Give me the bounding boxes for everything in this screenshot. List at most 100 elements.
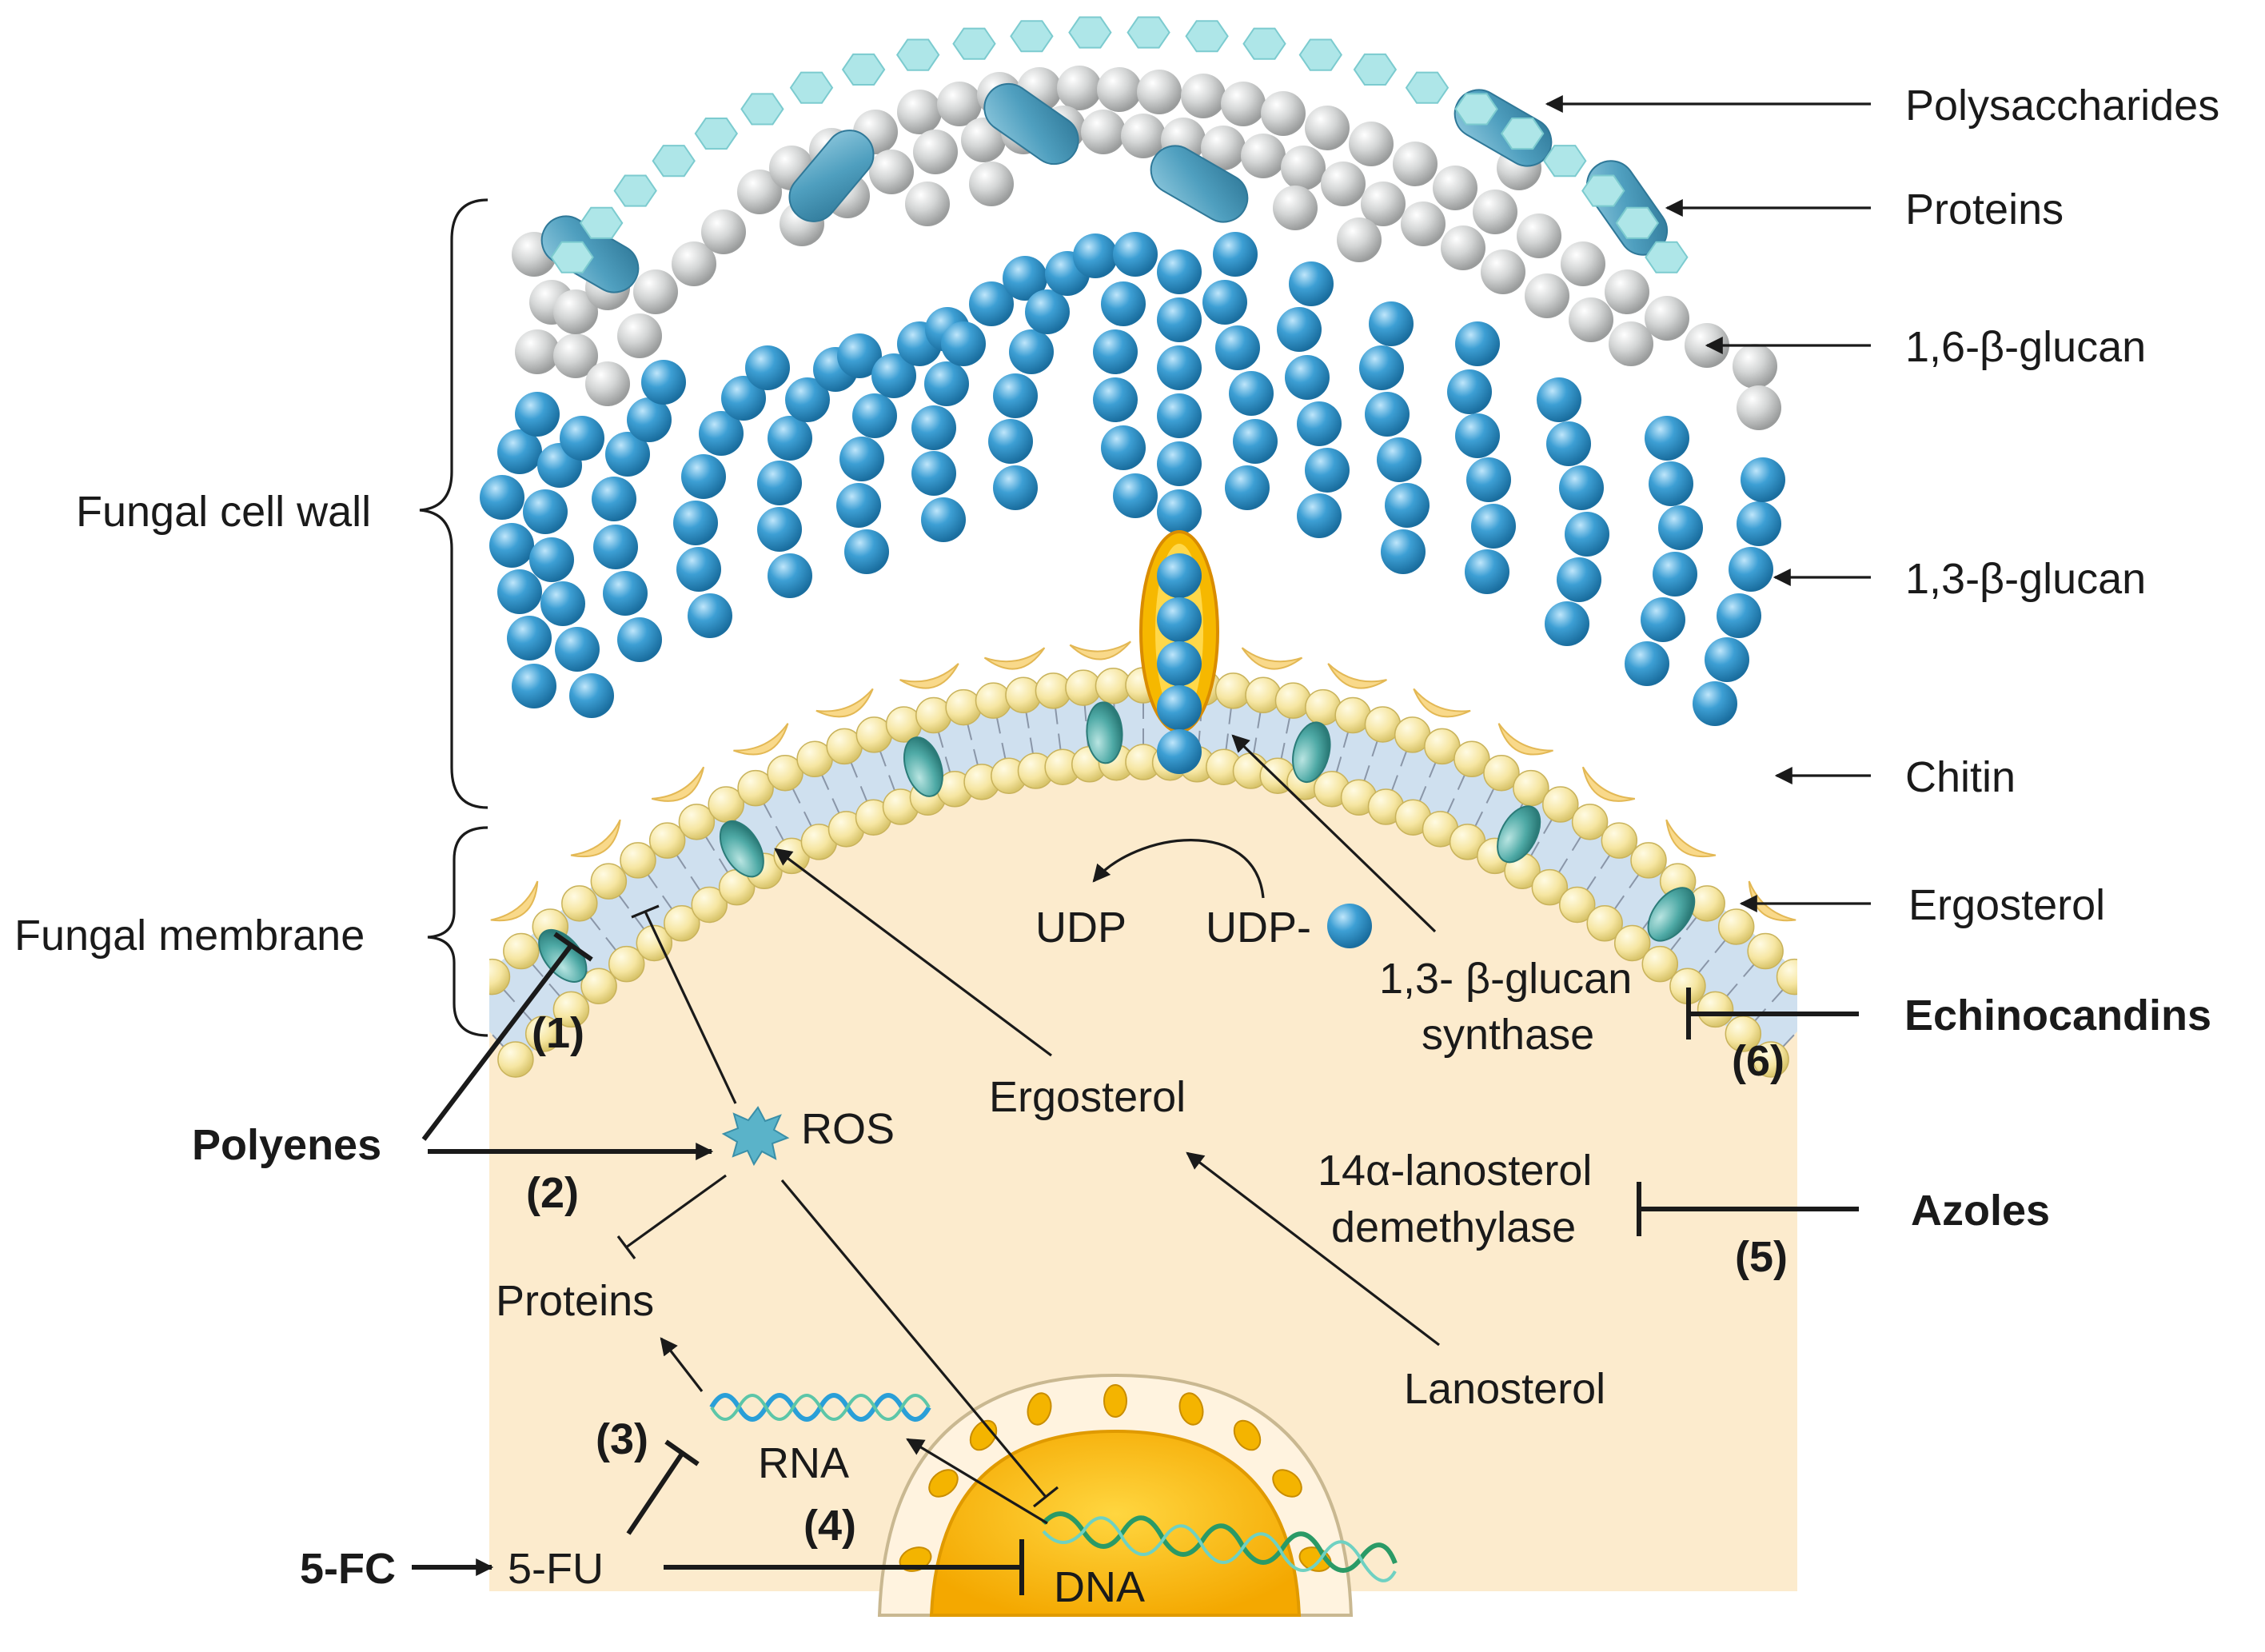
glucan-13-ball [1157,489,1202,534]
polysaccharide-hexagon [952,27,996,60]
lipid-head [552,991,590,1028]
glucan-16-ball [961,118,1006,162]
ergosterol-oval [903,736,943,797]
chitin-crescent [411,952,466,1005]
glucan-13-ball [1202,280,1247,325]
ergosterol-oval [1292,721,1331,784]
glucan-13-ball [540,581,585,626]
lipid-head [1513,769,1549,807]
chitin-layer [411,640,1796,1005]
glucan-13-ball [1559,465,1604,510]
glucan-13-ball [768,416,812,461]
label-glucan-16: 1,6-β-glucan [1905,323,2146,371]
lipid-head [445,986,481,1021]
polysaccharide-hexagon [1068,16,1112,49]
glucan-13-ball [1381,529,1426,574]
polysaccharide-hexagon [1185,20,1229,53]
lipid-head [620,842,656,879]
drug-lines [412,932,1859,1595]
glucan-13-ball [1737,501,1781,546]
glucan-13-ball [1003,256,1047,301]
ros-star-icon [721,1106,790,1167]
glucan-16-ball [1057,66,1102,110]
glucan-13-ball [515,392,560,437]
cell-wall-brace [419,198,488,809]
glucan-13-ball [1645,416,1689,461]
nuclear-pore [1103,1384,1127,1418]
glucan-13-ball [1289,261,1334,306]
glucan-13-ball [1157,641,1202,686]
lipid-head [678,804,716,840]
glucan-13-ball [688,593,732,638]
glucan-13-ball [489,523,534,568]
glucan-13-ball [1093,377,1138,422]
glucan-13-ball [605,432,650,477]
glucan-13-ball [593,525,638,569]
glucan-13-ball [1101,281,1146,326]
lipid-head [1697,991,1734,1028]
chitin-crescent [651,766,705,802]
label-glucan-13: 1,3-β-glucan [1905,555,2146,603]
glucan-13-ball [871,353,916,398]
lipid-head [648,822,686,859]
glucan-16-ball [1181,74,1226,118]
glucan-16-ball [553,289,598,334]
labels: Polysaccharides Proteins 1,6-β-glucan 1,… [14,82,2219,1611]
glucan-16-ball [1337,217,1382,262]
label-demethylase-2: demethylase [1331,1203,1576,1251]
glucan-13-ball [1297,493,1342,538]
glucan-13-ball [1113,232,1158,277]
glucan-16-ball [1737,385,1781,430]
glucan-13-ball [721,376,766,421]
lipid-head [1454,740,1490,778]
chitin-crescent [1069,640,1131,660]
glucan-16-ball [913,130,958,174]
lipid-head [1630,842,1667,879]
label-proteins-wall: Proteins [1905,186,2064,233]
chitin-crescent [1497,723,1553,756]
label-demethylase-1: 14α-lanosterol [1318,1147,1592,1195]
glucan-13-ball [617,617,662,662]
glucan-13-ball [1369,301,1414,346]
glucan-13-ball [1157,441,1202,486]
nuclear-pores [899,1384,1332,1572]
glucan-16-ball [1561,241,1605,286]
glucan-13-ball [768,553,812,598]
dna-helix [1041,1511,1398,1582]
glucan-13-ball [1229,371,1274,416]
glucan-13-ball [1447,369,1492,414]
glucan-13-ball [1009,329,1054,374]
glucan-13-ball [1658,505,1703,550]
chitin-crescent [899,663,959,689]
glucan-13-ball [1297,401,1342,446]
label-ros: ROS [801,1105,895,1153]
glucan-16-ball [1473,190,1517,234]
glucan-16-ball [1201,126,1246,170]
glucan-13-ball [1157,393,1202,438]
chitin-crescent [983,647,1046,670]
polysaccharide-hexagon [1615,206,1660,239]
label-target-2: (2) [526,1169,579,1217]
label-proteins: Proteins [496,1277,654,1325]
polysaccharide-hexagon [895,38,940,71]
glucan-13-ball [1537,377,1581,422]
glucan-16-ball [1137,70,1182,114]
glucan-chain-through-pore [1157,553,1202,774]
glucan-13-ball [1359,345,1404,390]
glucan-16-ball [672,241,716,286]
glucan-13-ball [993,373,1038,418]
lipid-head [945,688,982,726]
membrane-brace [427,826,488,1037]
glucan-13-ball [1455,413,1500,458]
lipid-head [1717,908,1755,945]
layer-pointer-arrows [1545,95,1871,912]
glucan-16-ball [905,182,950,226]
glucan-13-ball [1305,448,1350,493]
glucan-13-ball [1157,249,1202,294]
glucan-13-ball [560,416,604,461]
glucan-13-ball [757,507,802,552]
glucan-13-ball [839,437,884,481]
polysaccharide-hexagon [841,53,886,86]
glucan-13-ball [969,281,1014,326]
glucan-13-ball [1625,641,1669,686]
